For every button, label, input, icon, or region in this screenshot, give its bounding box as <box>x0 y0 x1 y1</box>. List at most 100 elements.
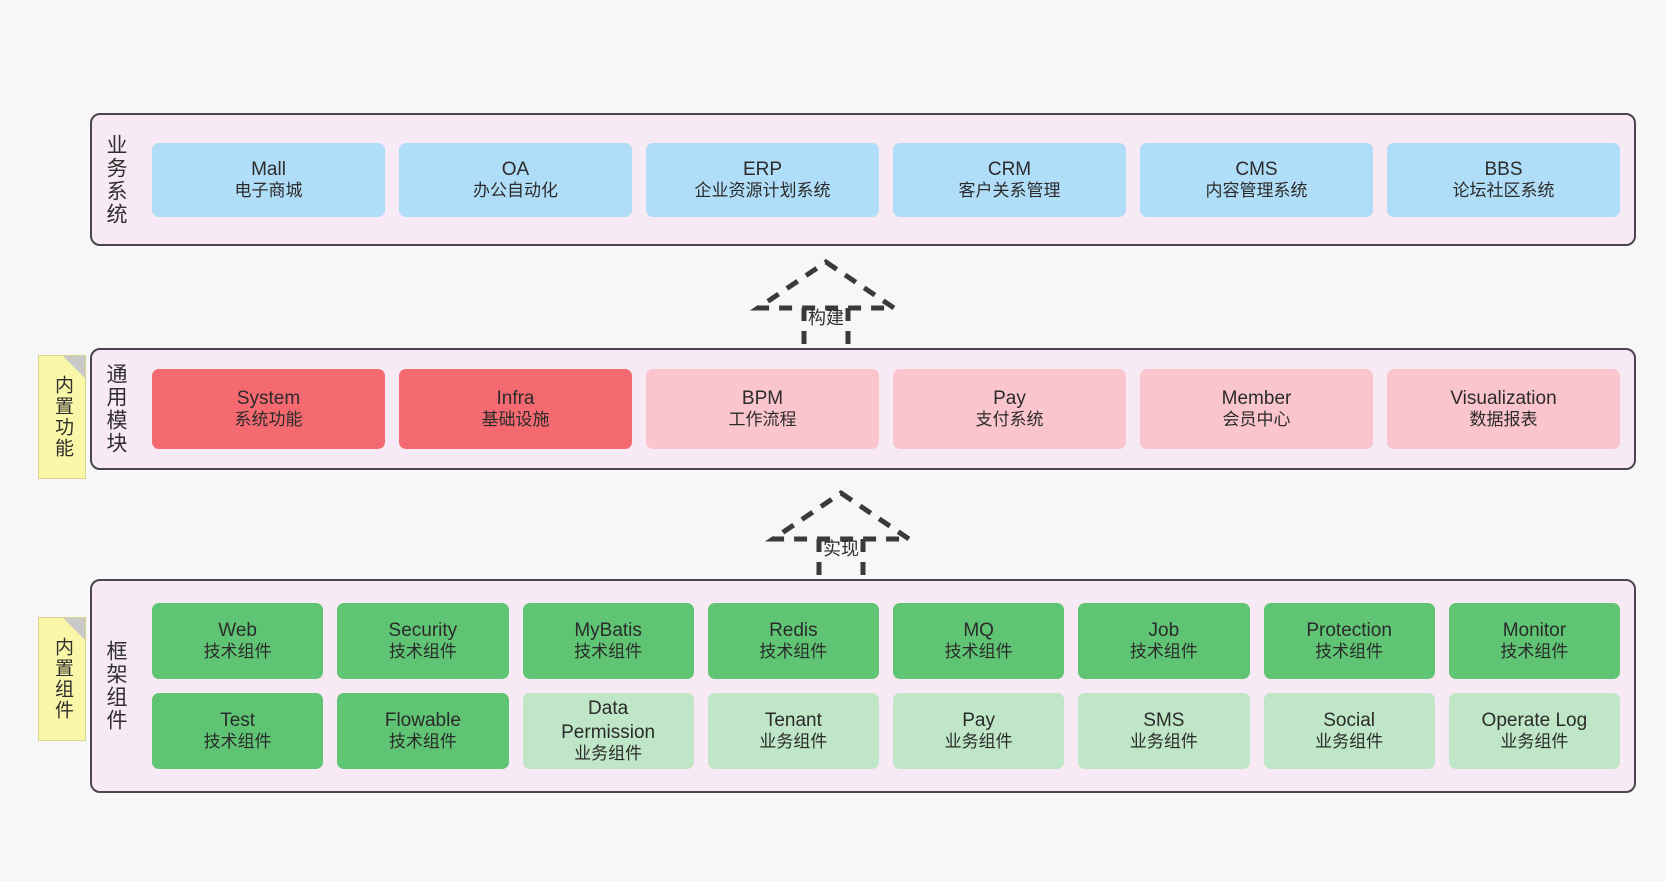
card-redis[interactable]: Redis 技术组件 <box>707 603 879 679</box>
card-crm[interactable]: CRM 客户关系管理 <box>893 142 1126 217</box>
card-pay-business[interactable]: Pay 业务组件 <box>893 693 1065 769</box>
card-title: Test <box>220 710 256 732</box>
card-job[interactable]: Job 技术组件 <box>1078 603 1250 679</box>
card-subtitle: 系统功能 <box>234 410 303 430</box>
card-test[interactable]: Test 技术组件 <box>152 693 324 769</box>
card-title: Visualization <box>1450 388 1557 410</box>
card-title: Job <box>1148 620 1180 642</box>
note-fold-icon <box>63 356 85 378</box>
connector-build-shape <box>749 258 903 346</box>
card-title: Monitor <box>1502 620 1567 642</box>
card-data-permission[interactable]: Data Permission 业务组件 <box>522 693 694 769</box>
card-title: Member <box>1221 388 1292 410</box>
card-erp[interactable]: ERP 企业资源计划系统 <box>646 142 879 217</box>
layer-framework-component: 框架组件 Web 技术组件 Security 技术组件 MyBatis 技术组件… <box>90 579 1636 793</box>
layer-title-business-system: 业务系统 <box>104 133 128 226</box>
connector-build: 构建 <box>749 258 903 346</box>
connector-implement-label: 实现 <box>823 539 859 559</box>
card-protection[interactable]: Protection 技术组件 <box>1263 603 1435 679</box>
layer-body-common-module: System 系统功能 Infra 基础设施 BPM 工作流程 Pay 支付系统… <box>138 350 1634 468</box>
card-subtitle: 基础设施 <box>481 410 550 430</box>
card-title: ERP <box>742 158 783 180</box>
card-subtitle: 技术组件 <box>388 642 457 662</box>
layer-business-system: 业务系统 Mall 电子商城 OA 办公自动化 ERP 企业资源计划系统 CRM… <box>90 113 1636 246</box>
card-row: Mall 电子商城 OA 办公自动化 ERP 企业资源计划系统 CRM 客户关系… <box>152 142 1620 217</box>
card-subtitle: 业务组件 <box>759 732 828 752</box>
card-operate-log[interactable]: Operate Log 业务组件 <box>1448 693 1620 769</box>
card-cms[interactable]: CMS 内容管理系统 <box>1140 142 1373 217</box>
card-subtitle: 技术组件 <box>1315 642 1384 662</box>
card-subtitle: 技术组件 <box>759 642 828 662</box>
card-title: Redis <box>769 620 818 642</box>
card-title: CRM <box>987 158 1032 180</box>
connector-build-label: 构建 <box>808 308 844 328</box>
card-bbs[interactable]: BBS 论坛社区系统 <box>1387 142 1620 217</box>
card-mybatis[interactable]: MyBatis 技术组件 <box>522 603 694 679</box>
card-subtitle: 客户关系管理 <box>958 180 1061 200</box>
card-subtitle: 业务组件 <box>574 743 643 763</box>
card-oa[interactable]: OA 办公自动化 <box>399 142 632 217</box>
card-title: Flowable <box>384 710 461 732</box>
note-builtin-features: 内置功能 <box>38 355 86 479</box>
card-web[interactable]: Web 技术组件 <box>152 603 324 679</box>
card-subtitle: 技术组件 <box>944 642 1013 662</box>
note-label: 内置组件 <box>51 637 73 721</box>
card-title: MyBatis <box>574 620 642 642</box>
card-subtitle: 业务组件 <box>1129 732 1198 752</box>
card-subtitle: 会员中心 <box>1222 410 1291 430</box>
card-subtitle: 企业资源计划系统 <box>694 180 831 200</box>
card-visualization[interactable]: Visualization 数据报表 <box>1387 369 1620 449</box>
card-subtitle: 工作流程 <box>728 410 797 430</box>
card-title: Operate Log <box>1481 710 1588 732</box>
card-subtitle: 论坛社区系统 <box>1452 180 1555 200</box>
card-subtitle: 业务组件 <box>1500 732 1569 752</box>
card-infra[interactable]: Infra 基础设施 <box>399 369 632 449</box>
card-subtitle: 技术组件 <box>203 732 272 752</box>
card-subtitle: 内容管理系统 <box>1205 180 1308 200</box>
card-system[interactable]: System 系统功能 <box>152 369 385 449</box>
card-row: System 系统功能 Infra 基础设施 BPM 工作流程 Pay 支付系统… <box>152 369 1620 449</box>
card-row: Test 技术组件 Flowable 技术组件 Data Permission … <box>152 693 1620 769</box>
layer-title-common-module: 通用模块 <box>104 363 128 455</box>
card-social[interactable]: Social 业务组件 <box>1263 693 1435 769</box>
card-title: Pay <box>962 710 995 732</box>
note-fold-icon <box>63 618 85 640</box>
connector-implement: 实现 <box>764 489 918 577</box>
card-security[interactable]: Security 技术组件 <box>337 603 509 679</box>
card-member[interactable]: Member 会员中心 <box>1140 369 1373 449</box>
card-bpm[interactable]: BPM 工作流程 <box>646 369 879 449</box>
connector-implement-shape <box>764 489 918 577</box>
card-flowable[interactable]: Flowable 技术组件 <box>337 693 509 769</box>
card-title: Security <box>388 620 458 642</box>
layer-body-framework-component: Web 技术组件 Security 技术组件 MyBatis 技术组件 Redi… <box>138 581 1634 791</box>
card-subtitle: 办公自动化 <box>473 180 558 200</box>
card-title: CMS <box>1235 158 1278 180</box>
card-title: BPM <box>741 388 784 410</box>
card-subtitle: 支付系统 <box>975 410 1044 430</box>
note-label: 内置功能 <box>51 375 73 459</box>
card-mall[interactable]: Mall 电子商城 <box>152 142 385 217</box>
card-title: Protection <box>1306 620 1392 642</box>
card-title: SMS <box>1143 710 1185 732</box>
card-subtitle: 业务组件 <box>944 732 1013 752</box>
card-pay[interactable]: Pay 支付系统 <box>893 369 1126 449</box>
card-subtitle: 技术组件 <box>1500 642 1569 662</box>
card-title: Mall <box>251 158 286 180</box>
layer-body-business-system: Mall 电子商城 OA 办公自动化 ERP 企业资源计划系统 CRM 客户关系… <box>138 115 1634 244</box>
card-title: Social <box>1323 710 1375 732</box>
card-subtitle: 技术组件 <box>574 642 643 662</box>
card-title: Data Permission <box>561 698 656 743</box>
card-subtitle: 业务组件 <box>1315 732 1384 752</box>
card-row: Web 技术组件 Security 技术组件 MyBatis 技术组件 Redi… <box>152 603 1620 679</box>
card-subtitle: 技术组件 <box>388 732 457 752</box>
card-title: Pay <box>993 388 1026 410</box>
card-title: MQ <box>963 620 994 642</box>
card-title: BBS <box>1484 158 1523 180</box>
card-title: OA <box>501 158 530 180</box>
card-monitor[interactable]: Monitor 技术组件 <box>1448 603 1620 679</box>
card-sms[interactable]: SMS 业务组件 <box>1078 693 1250 769</box>
card-title: System <box>236 388 301 410</box>
card-tenant[interactable]: Tenant 业务组件 <box>707 693 879 769</box>
card-mq[interactable]: MQ 技术组件 <box>893 603 1065 679</box>
